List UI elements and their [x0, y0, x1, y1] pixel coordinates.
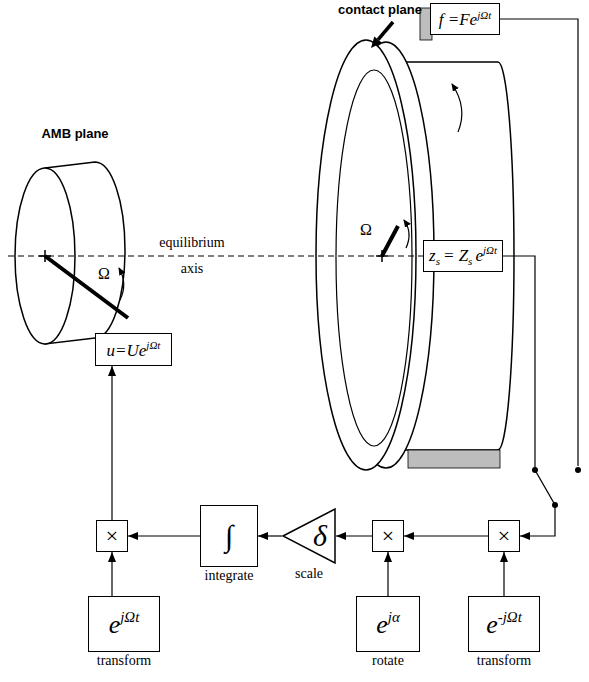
block-symbol: jΩt — [483, 244, 497, 256]
block-symbol: δ — [313, 519, 327, 552]
block-text: × — [382, 525, 394, 547]
phasor-block: ejΩttransform — [88, 596, 160, 652]
block-symbol: = Z — [443, 246, 468, 265]
block-caption: integrate — [205, 568, 254, 584]
block-caption: transform — [97, 653, 151, 669]
collar-face — [316, 40, 416, 470]
block-caption: rotate — [372, 653, 404, 669]
block-symbol: jΩt — [146, 339, 160, 351]
block-symbol: e — [486, 610, 498, 639]
block-symbol: ∫ — [225, 519, 233, 552]
switch-contact — [575, 467, 581, 473]
plane-label: contact plane — [338, 2, 422, 17]
signal-connector — [387, 552, 388, 596]
block-symbol: × — [382, 523, 394, 548]
rotation-symbol: Ω — [360, 220, 372, 240]
signal-connector — [404, 535, 488, 536]
block-symbol: jα — [388, 609, 400, 625]
block-symbol: × — [106, 523, 118, 548]
block-text: f =FejΩt — [439, 10, 491, 29]
signal-connector — [128, 535, 200, 536]
triangle-outline — [282, 508, 336, 564]
rotating-vector — [382, 226, 398, 256]
signal-box: u=UejΩt — [95, 333, 172, 366]
block-symbol: s — [436, 255, 440, 267]
triangle-outline — [283, 509, 335, 563]
block-symbol: × — [498, 523, 510, 548]
block-symbol: e — [109, 610, 121, 639]
block-text: ejΩt — [109, 610, 140, 638]
block-text: u=UejΩt — [107, 340, 161, 359]
block-caption: transform — [477, 653, 531, 669]
signal-connector — [111, 366, 112, 520]
rotation-arrow — [452, 84, 462, 132]
pointer-arrow — [378, 22, 393, 40]
signal-wire — [495, 19, 578, 466]
rotation-arrow — [119, 268, 124, 300]
block-symbol: -jΩt — [498, 609, 522, 625]
axis-label: equilibrium axis — [152, 230, 232, 282]
gain-triangle: δscale — [282, 508, 336, 564]
signal-connector — [111, 552, 112, 596]
rotation-arrow — [404, 220, 409, 248]
block-symbol: jΩt — [477, 9, 491, 21]
multiplier-block: × — [372, 520, 404, 552]
block-text: × — [498, 525, 510, 547]
phasor-block: e-jΩttransform — [468, 596, 540, 652]
block-symbol: u=Ue — [107, 341, 147, 360]
block-symbol: e — [376, 610, 388, 639]
contact-pad — [408, 450, 500, 468]
block-text: zs= ZsejΩt — [429, 245, 497, 266]
block-symbol: z — [429, 246, 436, 265]
block-symbol: s — [468, 255, 472, 267]
block-symbol: jΩt — [120, 609, 139, 625]
plane-label: AMB plane — [41, 126, 108, 141]
phasor-block: ejαrotate — [356, 596, 420, 652]
integrator-block: ∫integrate — [200, 505, 258, 567]
signal-connector — [336, 535, 372, 536]
rotation-symbol: Ω — [98, 264, 110, 284]
multiplier-block: × — [96, 520, 128, 552]
signal-box: f =FejΩt — [430, 3, 500, 35]
block-text: ∫ — [225, 521, 233, 551]
rotating-vector — [45, 256, 128, 318]
block-text: ejα — [376, 610, 400, 638]
block-symbol: f =Fe — [439, 10, 477, 29]
block-text: × — [106, 525, 118, 547]
multiplier-block: × — [488, 520, 520, 552]
signal-connector — [503, 256, 555, 536]
collar-step — [336, 70, 412, 446]
signal-box: zs= ZsejΩt — [423, 240, 503, 272]
signal-connector — [258, 535, 282, 536]
pointer-arrow-head — [371, 36, 382, 48]
block-text: δ — [313, 521, 327, 551]
signal-connector — [503, 552, 504, 596]
block-symbol: e — [475, 246, 483, 265]
block-text: e-jΩt — [486, 610, 522, 638]
block-caption: scale — [295, 566, 323, 582]
